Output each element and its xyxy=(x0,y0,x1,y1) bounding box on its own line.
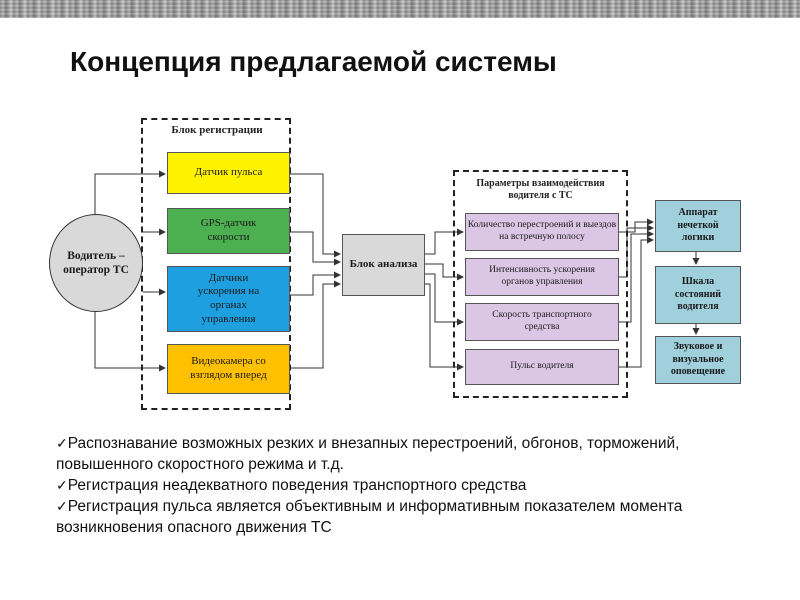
driver-node: Водитель – оператор ТС xyxy=(49,214,143,312)
param-control-acceleration: Интенсивность ускорения органов управлен… xyxy=(465,258,619,296)
bullet-text: Регистрация неадекватного поведения тран… xyxy=(67,477,527,494)
analysis-block-label: Блок анализа xyxy=(349,258,418,271)
param-vehicle-speed: Скорость транспортного средства xyxy=(465,303,619,341)
sensor-video-camera: Видеокамера со взглядом вперед xyxy=(167,344,290,394)
sensor-label: Видеокамера со взглядом вперед xyxy=(190,355,267,381)
check-icon: ✓ xyxy=(56,435,68,451)
decorative-top-band xyxy=(0,0,800,18)
param-driver-pulse: Пульс водителя xyxy=(465,349,619,385)
bullet-text: Регистрация пульса является объективным … xyxy=(56,498,683,536)
bullet-item: ✓Регистрация пульса является объективным… xyxy=(56,496,766,538)
params-block-label: Параметры взаимодействия водителя с ТС xyxy=(476,178,605,201)
output-label: Аппарат нечеткой логики xyxy=(677,207,719,244)
bullet-text: Распознавание возможных резких и внезапн… xyxy=(56,435,680,473)
output-driver-state-scale: Шкала состояний водителя xyxy=(655,266,741,324)
param-label: Количество перестроений и выездов на вст… xyxy=(467,220,617,242)
param-label: Скорость транспортного средства xyxy=(492,310,592,332)
system-diagram: Блок регистрации Водитель – оператор ТС … xyxy=(45,112,755,412)
driver-label: Водитель – оператор ТС xyxy=(63,249,129,276)
sensor-pulse: Датчик пульса xyxy=(167,152,290,194)
param-label: Пульс водителя xyxy=(510,361,574,372)
page-title: Концепция предлагаемой системы xyxy=(70,46,557,77)
bullet-list: ✓Распознавание возможных резких и внезап… xyxy=(56,433,766,538)
registration-block-label: Блок регистрации xyxy=(171,124,263,136)
param-label: Интенсивность ускорения органов управлен… xyxy=(489,265,595,287)
bullet-item: ✓Регистрация неадекватного поведения тра… xyxy=(56,475,766,496)
check-icon: ✓ xyxy=(56,498,68,514)
param-lane-changes: Количество перестроений и выездов на вст… xyxy=(465,213,619,251)
sensor-label: Датчик пульса xyxy=(194,166,263,179)
params-block-frame xyxy=(453,170,628,398)
output-label: Звуковое и визуальное оповещение xyxy=(670,341,726,378)
bullet-item: ✓Распознавание возможных резких и внезап… xyxy=(56,433,766,475)
sensor-label: GPS-датчик скорости xyxy=(200,217,257,243)
check-icon: ✓ xyxy=(56,477,68,493)
output-alert: Звуковое и визуальное оповещение xyxy=(655,336,741,384)
output-fuzzy-logic: Аппарат нечеткой логики xyxy=(655,200,741,252)
sensor-acceleration: Датчики ускорения на органах управления xyxy=(167,266,290,332)
sensor-label: Датчики ускорения на органах управления xyxy=(197,271,260,325)
sensor-gps-speed: GPS-датчик скорости xyxy=(167,208,290,254)
analysis-block: Блок анализа xyxy=(342,234,425,296)
output-label: Шкала состояний водителя xyxy=(674,276,722,313)
